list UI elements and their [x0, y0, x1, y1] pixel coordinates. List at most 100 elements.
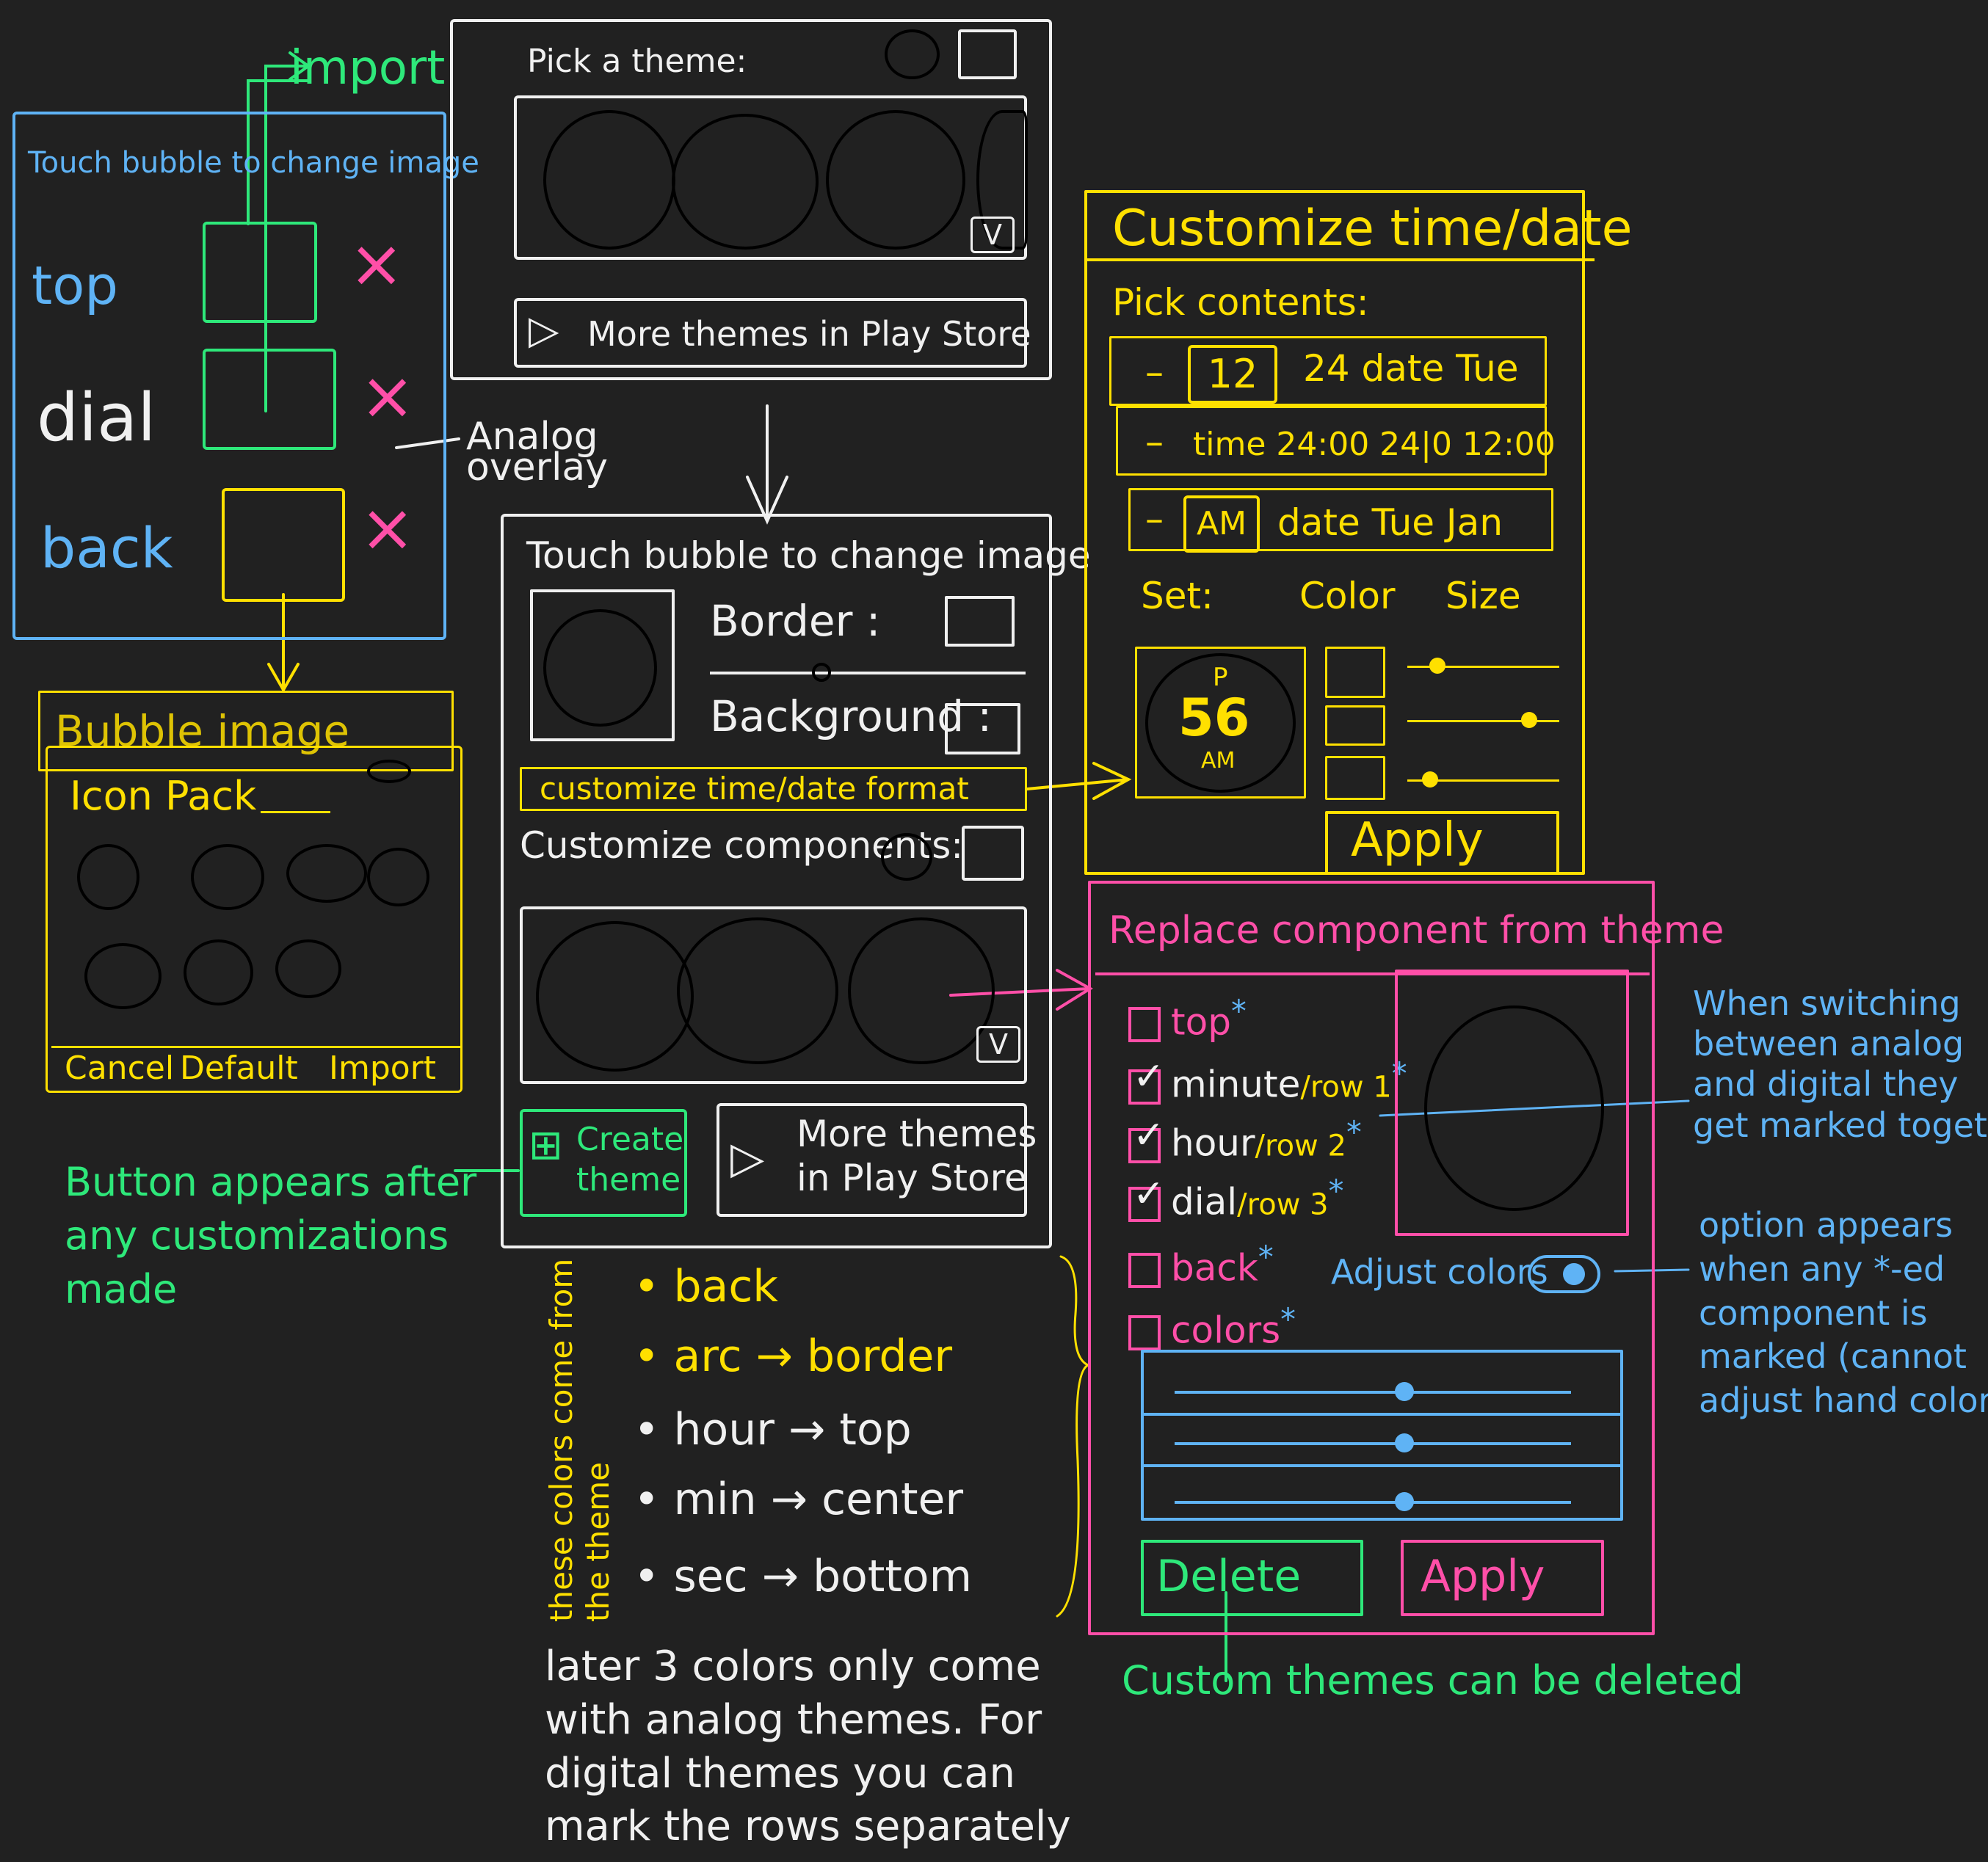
border-color-swatch[interactable] [945, 596, 1015, 647]
theme-picker-panel [450, 19, 1052, 380]
color-slider-knob[interactable] [1395, 1382, 1415, 1401]
component-item-top[interactable]: top* [1128, 994, 1247, 1043]
row-2-options[interactable]: time 24:00 24|0 12:00 [1193, 426, 1556, 463]
checkbox[interactable] [1128, 1007, 1161, 1043]
theme-option[interactable] [826, 110, 965, 250]
remove-back-icon[interactable]: × [360, 490, 416, 567]
more-themes-button[interactable] [514, 298, 1027, 368]
theme-option[interactable] [976, 110, 1028, 250]
play-icon: ▷ [730, 1132, 765, 1184]
component-item-colors[interactable]: colors* [1128, 1303, 1296, 1351]
color-slider[interactable] [1175, 1442, 1571, 1445]
theme-option[interactable] [543, 110, 675, 250]
check-icon: ✓ [1133, 1113, 1165, 1158]
component-option[interactable] [677, 917, 838, 1064]
component-carousel[interactable] [520, 906, 1027, 1084]
analog-component-icon[interactable] [881, 833, 932, 881]
component-item-hour[interactable]: ✓hour/row 2* [1128, 1114, 1362, 1164]
component-item-back[interactable]: back* [1128, 1240, 1274, 1289]
top-image-slot[interactable] [203, 222, 317, 323]
color-slider[interactable] [1175, 1501, 1571, 1504]
component-item-minute[interactable]: ✓minute/row 1* [1128, 1055, 1407, 1106]
adjust-colors-toggle[interactable] [1528, 1255, 1600, 1293]
row-1-color-swatch[interactable] [1325, 647, 1385, 698]
customize-time-date-button[interactable] [520, 767, 1027, 811]
color-item-sec: • sec → bottom [634, 1552, 972, 1601]
bubble-option[interactable] [275, 939, 341, 998]
content-row-1[interactable] [1109, 336, 1547, 406]
checkbox[interactable]: ✓ [1128, 1114, 1165, 1164]
bubble-preview[interactable] [543, 609, 657, 727]
theme-option[interactable] [672, 114, 819, 250]
row-3-color-swatch[interactable] [1325, 756, 1385, 800]
row-3-selected[interactable]: AM [1183, 495, 1260, 553]
component-item-dial[interactable]: ✓dial/row 3* [1128, 1173, 1343, 1223]
size-slider[interactable] [1407, 720, 1559, 722]
more-themes-button-2[interactable] [717, 1103, 1027, 1217]
analog-filter-icon[interactable] [885, 29, 940, 79]
size-slider[interactable] [1407, 666, 1559, 668]
drag-handle-icon[interactable]: – [1145, 498, 1164, 540]
component-option[interactable] [536, 921, 694, 1072]
checkbox[interactable]: ✓ [1128, 1055, 1165, 1105]
size-slider-knob[interactable] [1520, 712, 1537, 728]
color-slider-knob[interactable] [1395, 1433, 1415, 1452]
icon-pack-label[interactable]: Icon Pack [70, 773, 257, 819]
checkbox[interactable] [1128, 1315, 1161, 1351]
color-slider[interactable] [1175, 1391, 1571, 1394]
row-2-color-swatch[interactable] [1325, 705, 1385, 746]
bubble-option[interactable] [84, 943, 162, 1009]
content-row-2[interactable] [1116, 406, 1547, 476]
digital-filter-icon[interactable] [958, 29, 1017, 79]
bubble-option[interactable] [77, 844, 139, 910]
checkbox[interactable] [1128, 1253, 1161, 1289]
size-slider[interactable] [1407, 779, 1559, 782]
top-label: top [32, 255, 118, 316]
row-3-options[interactable]: date Tue Jan [1277, 501, 1503, 544]
create-theme-button[interactable] [520, 1109, 687, 1217]
replace-apply-button[interactable] [1401, 1540, 1604, 1616]
drag-handle-icon[interactable]: – [1145, 351, 1164, 393]
bubble-option[interactable] [191, 844, 264, 910]
content-row-3[interactable] [1128, 488, 1553, 551]
bulb-icon[interactable] [367, 760, 411, 783]
icon-pack-field[interactable] [261, 811, 330, 813]
default-button[interactable]: Default [180, 1050, 298, 1087]
border-slider-knob[interactable] [812, 663, 831, 682]
bubble-option[interactable] [184, 939, 253, 1005]
time-date-apply-button[interactable] [1325, 811, 1559, 875]
bubble-option[interactable] [286, 844, 367, 903]
drag-handle-icon[interactable]: – [1145, 421, 1164, 463]
background-color-swatch[interactable] [945, 703, 1020, 754]
note-line: When switching [1693, 983, 1961, 1023]
component-option[interactable] [848, 917, 995, 1064]
preview-middle: 56 [1178, 688, 1250, 748]
color-source: back [673, 1261, 779, 1312]
remove-top-icon[interactable]: × [349, 225, 405, 302]
bubble-option[interactable] [367, 848, 429, 906]
clock-preview-frame [1135, 647, 1306, 799]
border-slider[interactable] [710, 672, 1026, 674]
theme-dropdown[interactable]: V [971, 217, 1015, 253]
size-slider-knob[interactable] [1422, 771, 1439, 788]
digital-component-icon[interactable] [962, 826, 1024, 881]
checkbox[interactable]: ✓ [1128, 1173, 1165, 1223]
analog-colors-note: later 3 colors only come with analog the… [545, 1640, 1071, 1854]
cancel-button[interactable]: Cancel [65, 1050, 175, 1087]
bullet: • [634, 1551, 674, 1602]
row-1-options[interactable]: 24 date Tue [1303, 347, 1519, 390]
back-image-slot[interactable] [222, 488, 345, 602]
dial-image-slot[interactable] [203, 349, 336, 450]
bullet: • [634, 1404, 674, 1455]
component-label: minute [1171, 1063, 1301, 1106]
remove-dial-icon[interactable]: × [360, 357, 416, 434]
preview-bottom: AM [1201, 748, 1236, 774]
note-line: option appears [1699, 1205, 1953, 1245]
row-1-selected[interactable]: 12 [1188, 345, 1277, 404]
note-line: with analog themes. For [545, 1695, 1042, 1744]
color-slider-knob[interactable] [1395, 1492, 1415, 1511]
component-dropdown[interactable]: V [976, 1026, 1020, 1063]
size-slider-knob[interactable] [1429, 658, 1446, 674]
delete-theme-button[interactable] [1141, 1540, 1363, 1616]
import-button[interactable]: Import [329, 1050, 437, 1087]
